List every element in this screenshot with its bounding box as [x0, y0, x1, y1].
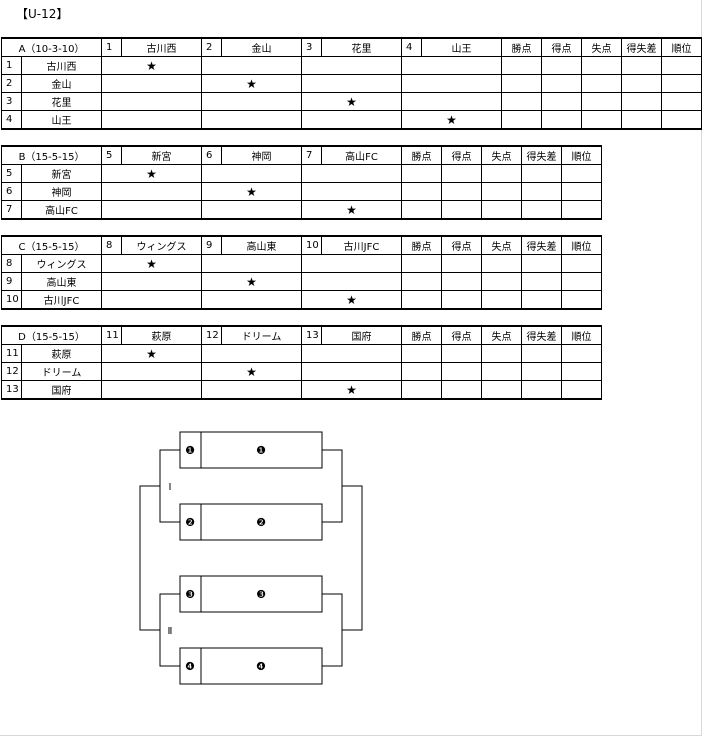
- seed-3-center: ❸: [256, 588, 266, 601]
- self-match-star: ★: [201, 362, 303, 381]
- row-team-name: 古川JFC: [20, 290, 103, 310]
- seed-2-left: ❷: [185, 516, 195, 529]
- seed-1-center: ❶: [256, 444, 266, 457]
- row-team-name: 神岡: [20, 182, 103, 201]
- stat-cell: [561, 380, 603, 400]
- row-team-name: 花里: [21, 92, 102, 111]
- row-team-number: 6: [1, 182, 22, 201]
- stat-cell: [561, 362, 603, 381]
- stat-cell: [561, 290, 603, 310]
- row-team-number: 13: [1, 380, 22, 400]
- row-team-name: ドリーム: [20, 362, 103, 381]
- stat-cell: [561, 272, 603, 291]
- self-match-star: ★: [301, 200, 403, 220]
- stat-cell: [561, 182, 603, 201]
- row-team-name: 国府: [20, 380, 103, 400]
- self-match-star: ★: [301, 92, 402, 111]
- seed-3-left: ❸: [185, 588, 195, 601]
- row-team-name: 高山FC: [20, 200, 103, 220]
- self-match-star: ★: [201, 182, 303, 201]
- self-match-star: ★: [301, 290, 403, 310]
- seed-4-left: ❹: [185, 660, 195, 673]
- seed-2-center: ❷: [256, 516, 266, 529]
- page-title: 【U-12】: [16, 7, 69, 21]
- row-team-name: 高山東: [20, 272, 103, 291]
- stat-cell: [561, 200, 603, 220]
- round-label-1: Ⅰ: [169, 482, 172, 493]
- seed-4-center: ❹: [256, 660, 266, 673]
- self-match-star: ★: [401, 110, 502, 130]
- round-label-2: Ⅱ: [168, 626, 173, 637]
- stat-cell: [661, 92, 702, 111]
- stat-cell: [661, 110, 702, 130]
- seed-1-left: ❶: [185, 444, 195, 457]
